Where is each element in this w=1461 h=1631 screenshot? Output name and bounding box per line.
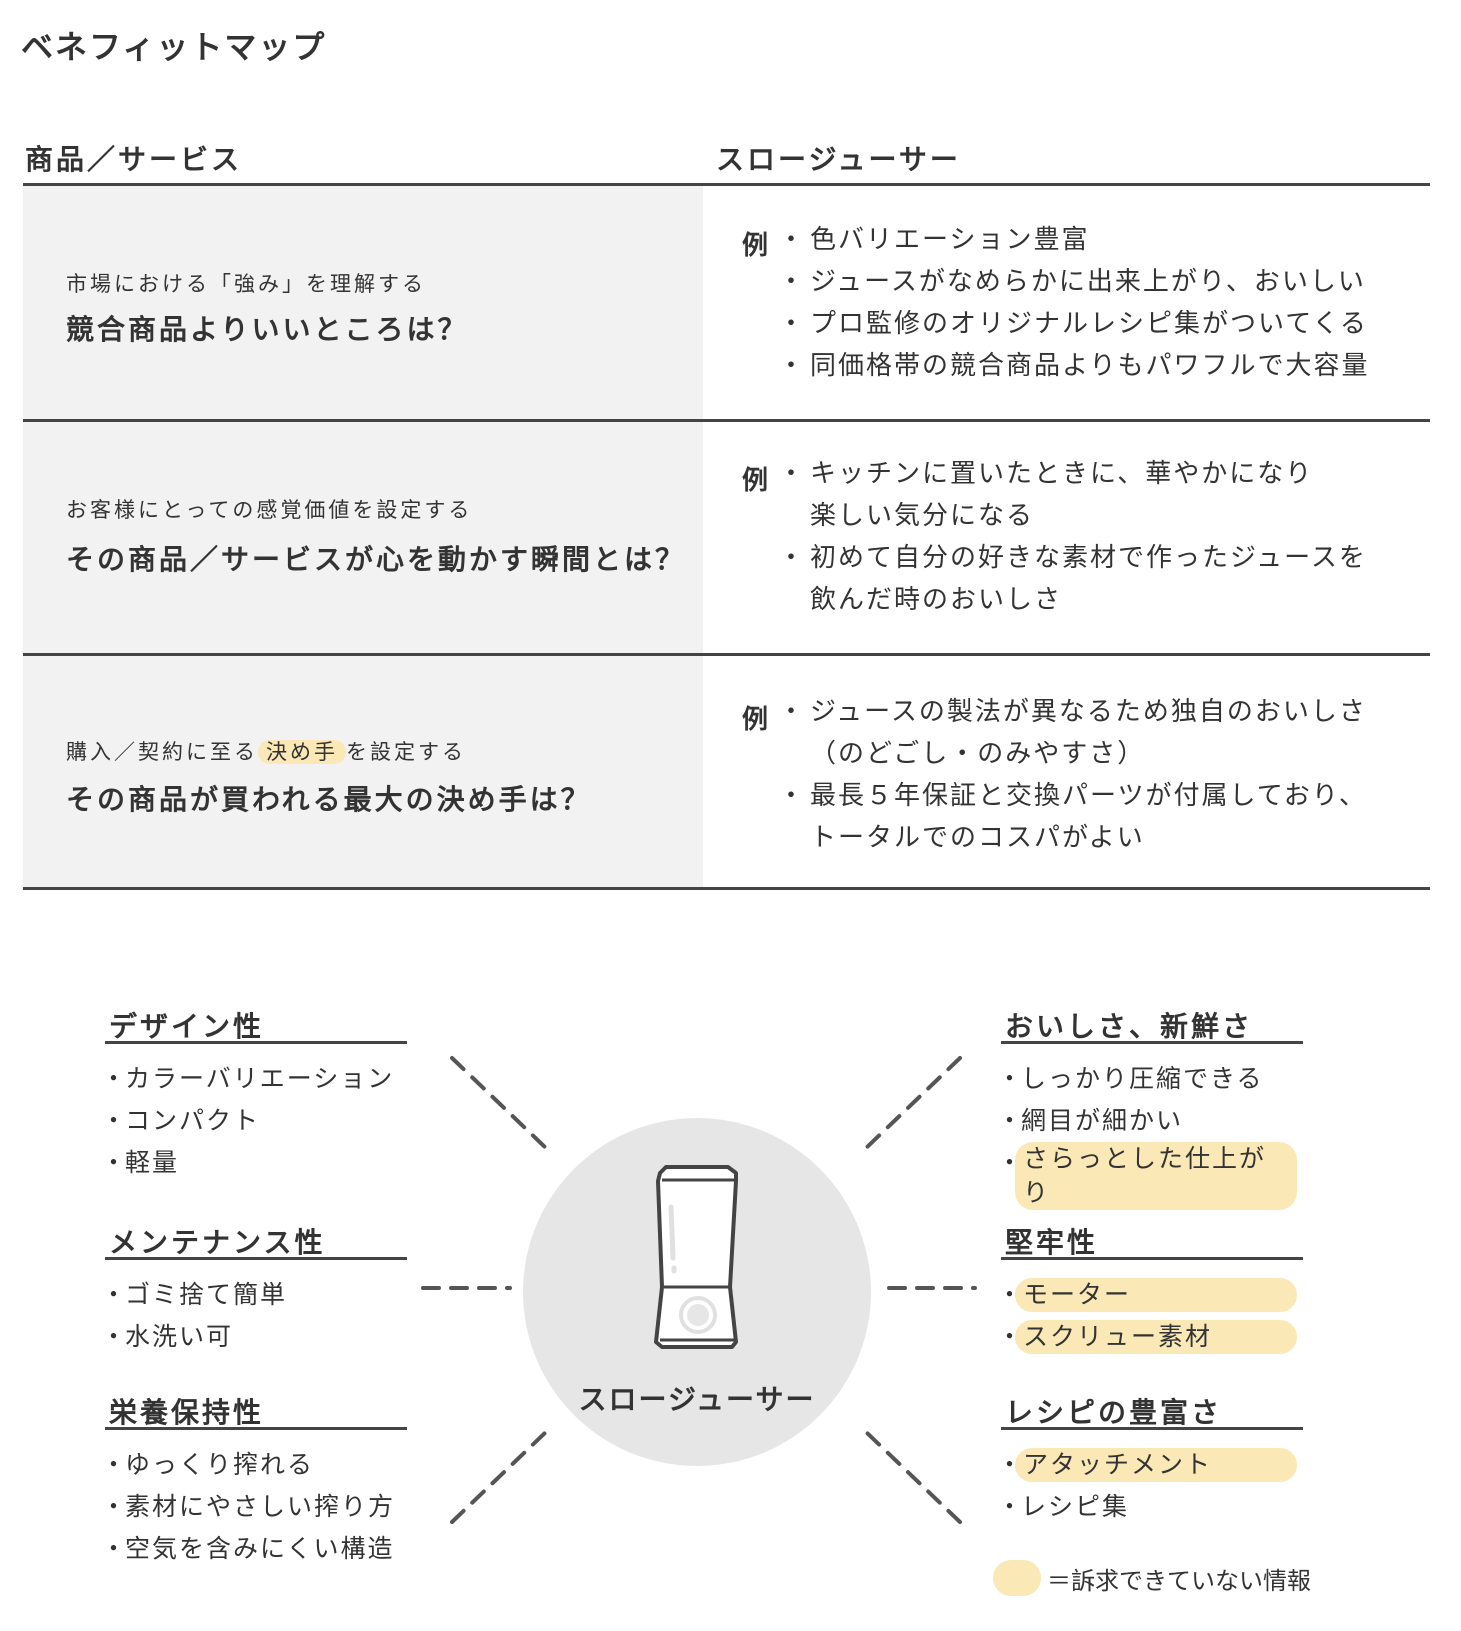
row-1-subtitle: 市場における「強み」を理解する xyxy=(66,272,426,296)
group-item: しっかり圧縮できる xyxy=(997,1058,1303,1100)
group-nutrition: 栄養保持性 ゆっくり搾れる 素材にやさしい搾り方 空気を含みにくい構造 xyxy=(101,1396,407,1570)
divider xyxy=(23,653,1430,656)
legend: ＝訴求できていない情報 xyxy=(993,1560,1311,1596)
example-item: 飲んだ時のおいしさ xyxy=(810,585,1063,615)
group-item: 素材にやさしい搾り方 xyxy=(101,1486,407,1528)
group-title: メンテナンス性 xyxy=(105,1226,407,1260)
row-3-examples: ジュースの製法が異なるため独自のおいしさ （のどごし・のみやすさ） 最長５年保証… xyxy=(778,691,1367,859)
group-durability: 堅牢性 モーター スクリュー素材 xyxy=(997,1226,1303,1358)
row-3-example-label: 例 xyxy=(742,705,769,735)
example-item: キッチンに置いたときに、華やかになり xyxy=(778,453,1367,495)
example-item: プロ監修のオリジナルレシピ集がついてくる xyxy=(778,303,1369,345)
group-item: レシピ集 xyxy=(997,1486,1303,1528)
group-item: ゴミ捨て簡単 xyxy=(101,1274,407,1316)
row-3-left-bg xyxy=(23,656,703,889)
group-item-highlighted: モーター xyxy=(1015,1278,1297,1312)
group-title: おいしさ、新鮮さ xyxy=(1001,1010,1303,1044)
group-item-highlighted: スクリュー素材 xyxy=(1015,1320,1297,1354)
group-design: デザイン性 カラーバリエーション コンパクト 軽量 xyxy=(101,1010,407,1184)
group-item: ゆっくり搾れる xyxy=(101,1444,407,1486)
row-1-question: 競合商品よりいいところは？ xyxy=(66,313,469,346)
group-item-highlighted: アタッチメント xyxy=(1015,1448,1297,1482)
example-item: 初めて自分の好きな素材で作ったジュースを xyxy=(778,537,1367,579)
example-item: ジュースの製法が異なるため独自のおいしさ xyxy=(778,691,1367,733)
group-item: コンパクト xyxy=(101,1100,407,1142)
center-label: スロージューサー xyxy=(578,1383,816,1416)
row-3-subtitle: 購入／契約に至る決め手を設定する xyxy=(66,740,466,764)
example-item: 楽しい気分になる xyxy=(810,501,1035,531)
example-item: 色バリエーション豊富 xyxy=(778,219,1369,261)
group-title: 堅牢性 xyxy=(1001,1226,1303,1260)
page-title: ベネフィットマップ xyxy=(21,28,327,66)
group-item: 軽量 xyxy=(101,1142,407,1184)
example-item: 最長５年保証と交換パーツが付属しており、 xyxy=(778,775,1367,817)
group-title: 栄養保持性 xyxy=(105,1396,407,1430)
row-2-example-label: 例 xyxy=(742,466,769,496)
header-product-name: スロージューサー xyxy=(716,143,961,176)
row-1-left-bg xyxy=(23,186,703,421)
group-item: 網目が細かい xyxy=(997,1100,1303,1142)
highlight-keyword: 決め手 xyxy=(258,740,346,764)
divider xyxy=(23,183,1430,186)
group-recipes: レシピの豊富さ アタッチメント レシピ集 xyxy=(997,1396,1303,1528)
example-item: （のどごし・のみやすさ） xyxy=(810,739,1146,769)
group-maintenance: メンテナンス性 ゴミ捨て簡単 水洗い可 xyxy=(101,1226,407,1358)
row-1-example-label: 例 xyxy=(742,231,769,261)
group-item: 空気を含みにくい構造 xyxy=(101,1528,407,1570)
group-taste: おいしさ、新鮮さ しっかり圧縮できる 網目が細かい さらっとした仕上がり xyxy=(997,1010,1303,1214)
row-3-question: その商品が買われる最大の決め手は？ xyxy=(66,783,592,816)
group-item-highlighted: さらっとした仕上がり xyxy=(1015,1142,1297,1210)
slow-juicer-icon xyxy=(654,1165,738,1349)
group-item: カラーバリエーション xyxy=(101,1058,407,1100)
row-2-question: その商品／サービスが心を動かす瞬間とは？ xyxy=(66,543,687,576)
group-title: デザイン性 xyxy=(105,1010,407,1044)
legend-text: ＝訴求できていない情報 xyxy=(1047,1566,1311,1595)
group-item: 水洗い可 xyxy=(101,1316,407,1358)
header-product-label: 商品／サービス xyxy=(25,143,243,176)
example-item: ジュースがなめらかに出来上がり、おいしい xyxy=(778,261,1369,303)
example-item: 同価格帯の競合商品よりもパワフルで大容量 xyxy=(778,345,1369,387)
row-2-subtitle: お客様にとっての感覚価値を設定する xyxy=(66,498,473,522)
row-2-left-bg xyxy=(23,422,703,655)
legend-swatch xyxy=(993,1560,1041,1596)
row-1-examples: 色バリエーション豊富 ジュースがなめらかに出来上がり、おいしい プロ監修のオリジ… xyxy=(778,219,1369,387)
divider xyxy=(23,419,1430,422)
example-item: トータルでのコスパがよい xyxy=(810,823,1145,853)
divider xyxy=(23,887,1430,890)
row-2-examples: キッチンに置いたときに、華やかになり 楽しい気分になる 初めて自分の好きな素材で… xyxy=(778,453,1367,621)
group-title: レシピの豊富さ xyxy=(1001,1396,1303,1430)
